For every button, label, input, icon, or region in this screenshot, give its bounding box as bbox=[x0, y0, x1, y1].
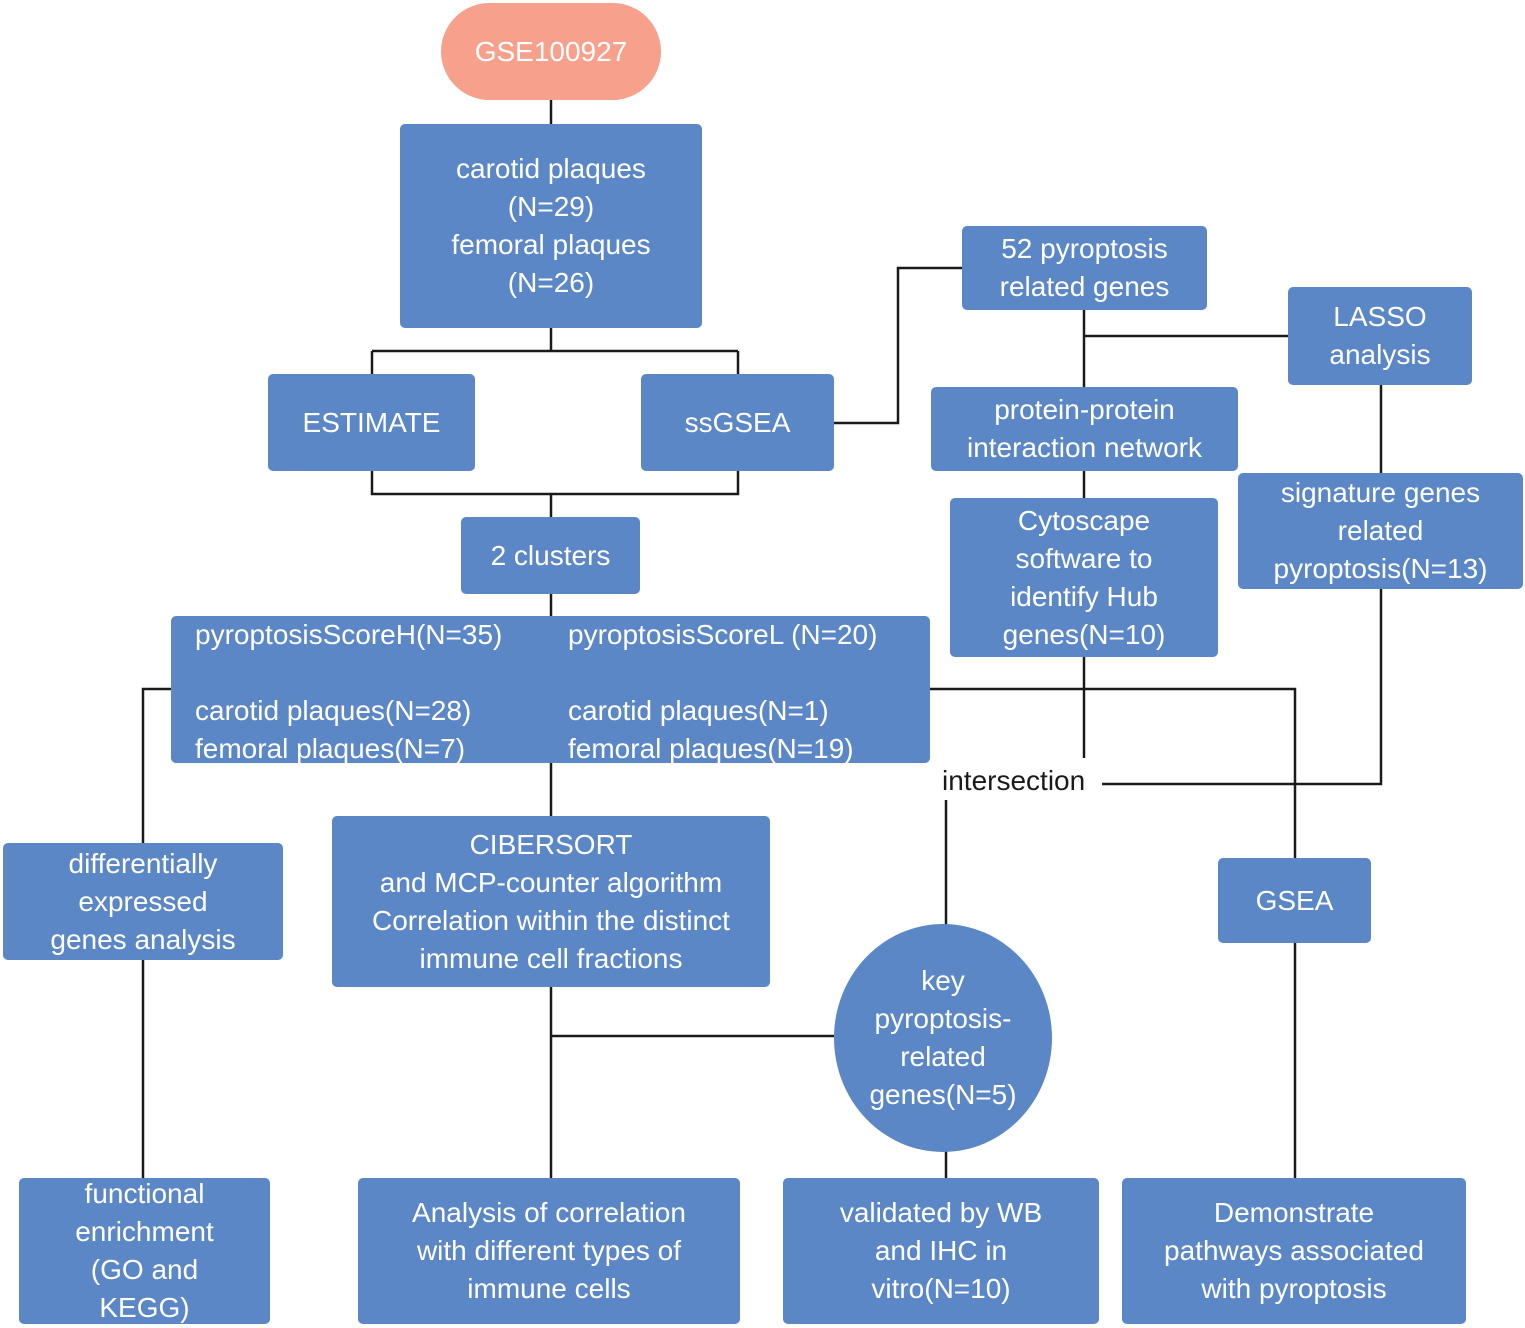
score-groups-node: pyroptosisScoreH(N=35) carotid plaques(N… bbox=[171, 616, 930, 764]
gsea-node: GSEA bbox=[1218, 858, 1371, 943]
line-signature-to-intersection bbox=[1102, 589, 1383, 786]
estimate-label: ESTIMATE bbox=[302, 406, 441, 438]
cytoscape-node: Cytoscape software to identify Hub genes… bbox=[950, 498, 1218, 657]
ssgsea-label: ssGSEA bbox=[684, 406, 791, 438]
lasso-node: LASSO analysis bbox=[1288, 287, 1472, 385]
cibersort-node: CIBERSORT and MCP-counter algorithm Corr… bbox=[332, 816, 770, 987]
line-groups-to-gsea bbox=[930, 687, 1297, 858]
estimate-node: ESTIMATE bbox=[268, 374, 475, 471]
cibersort-label: CIBERSORT and MCP-counter algorithm Corr… bbox=[372, 828, 730, 974]
cytoscape-label: Cytoscape software to identify Hub genes… bbox=[1002, 504, 1166, 650]
lasso-label: LASSO analysis bbox=[1329, 301, 1431, 370]
line-ssgsea-to-pyro-genes bbox=[834, 266, 962, 425]
clusters-node: 2 clusters bbox=[461, 517, 640, 594]
key-genes-label: key pyroptosis- related genes(N=5) bbox=[869, 965, 1017, 1110]
functional-enrichment-label: functional enrichment (GO and KEGG) bbox=[75, 1178, 214, 1323]
ppi-label: protein-protein interaction network bbox=[966, 394, 1202, 463]
pyroptosis-genes-node: 52 pyroptosis related genes bbox=[962, 226, 1207, 310]
line-groups-to-deg bbox=[141, 687, 171, 843]
pathways-node: Demonstrate pathways associated with pyr… bbox=[1122, 1178, 1466, 1324]
signature-genes-label: signature genes related pyroptosis(N=13) bbox=[1273, 477, 1488, 584]
immune-correlation-node: Analysis of correlation with different t… bbox=[358, 1178, 740, 1324]
signature-genes-node: signature genes related pyroptosis(N=13) bbox=[1238, 473, 1523, 589]
deg-node: differentially expressed genes analysis bbox=[3, 843, 283, 960]
clusters-label: 2 clusters bbox=[490, 539, 611, 571]
dataset-label: GSE100927 bbox=[474, 35, 628, 67]
score-low-group: pyroptosisScoreL (N=20) carotid plaques(… bbox=[568, 619, 878, 764]
gsea-label: GSEA bbox=[1255, 884, 1334, 916]
samples-label: carotid plaques (N=29) femoral plaques (… bbox=[451, 153, 651, 298]
ppi-node: protein-protein interaction network bbox=[931, 387, 1238, 471]
samples-node: carotid plaques (N=29) femoral plaques (… bbox=[400, 124, 702, 328]
pyroptosis-genes-label: 52 pyroptosis related genes bbox=[999, 233, 1170, 302]
ssgsea-node: ssGSEA bbox=[641, 374, 834, 471]
score-high-group: pyroptosisScoreH(N=35) carotid plaques(N… bbox=[195, 619, 503, 764]
immune-correlation-label: Analysis of correlation with different t… bbox=[412, 1197, 686, 1304]
functional-enrichment-node: functional enrichment (GO and KEGG) bbox=[19, 1178, 270, 1324]
key-genes-node: key pyroptosis- related genes(N=5) bbox=[834, 924, 1052, 1152]
dataset-node: GSE100927 bbox=[441, 3, 661, 100]
line-samples-split bbox=[370, 328, 740, 374]
line-methods-merge bbox=[370, 471, 740, 517]
validation-label: validated by WB and IHC in vitro(N=10) bbox=[839, 1197, 1043, 1304]
validation-node: validated by WB and IHC in vitro(N=10) bbox=[783, 1178, 1099, 1324]
pathways-label: Demonstrate pathways associated with pyr… bbox=[1164, 1197, 1424, 1304]
intersection-label: intersection bbox=[938, 762, 1090, 800]
deg-label: differentially expressed genes analysis bbox=[50, 847, 236, 955]
